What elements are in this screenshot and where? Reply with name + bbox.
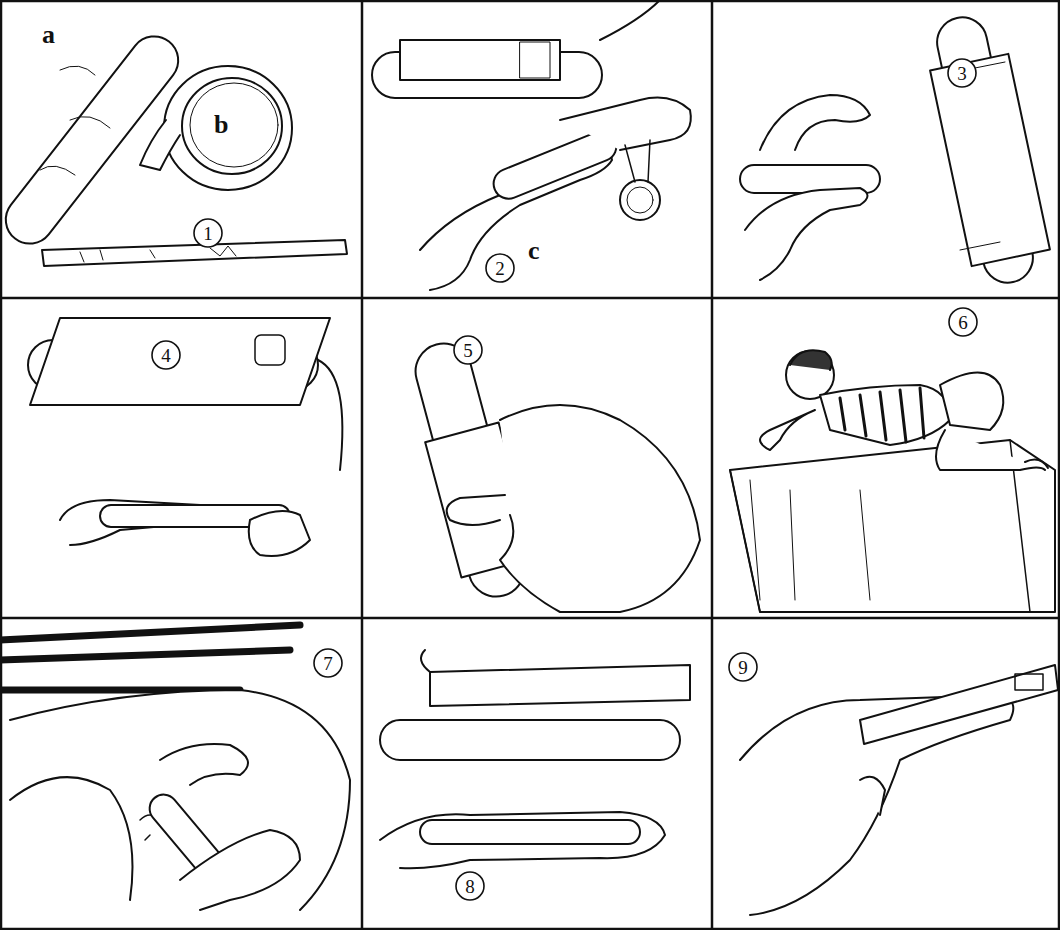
callout-number: 5 [463, 341, 473, 360]
callout-circle-shape [314, 649, 342, 677]
callout-circle: 6 [948, 307, 978, 337]
tape-strip [625, 140, 650, 182]
callout-circle-shape [948, 59, 976, 87]
hands [380, 812, 665, 868]
tape-tab [1015, 674, 1043, 690]
part-letter: a [42, 22, 55, 48]
grid-line [361, 0, 364, 930]
glass-slide [860, 665, 1058, 744]
glass-slide [30, 318, 330, 405]
buttock-left [10, 777, 133, 900]
child-torso [820, 385, 950, 445]
spreading-hand [160, 744, 248, 785]
child-hair [790, 350, 832, 370]
callout-number: 9 [738, 658, 748, 677]
shirt-stripes [840, 388, 924, 442]
buttock-right [10, 690, 350, 910]
tape-roll-core [627, 187, 653, 213]
part-letter: b [214, 112, 228, 138]
glass-slide [400, 40, 560, 80]
callout-circle: 1 [193, 218, 223, 248]
panel-9-slide-ready [740, 665, 1058, 915]
callout-circle-shape [194, 219, 222, 247]
tape-end [140, 120, 180, 170]
slide-marks [80, 246, 236, 262]
child-buttocks [940, 373, 1003, 431]
callout-circle: 7 [313, 648, 343, 678]
callout-circle-shape [454, 336, 482, 364]
callout-circle: 2 [485, 253, 515, 283]
callout-circle-shape [729, 653, 757, 681]
callout-circle-shape [152, 341, 180, 369]
panel-8-return-tape [380, 650, 690, 868]
tape-strip [318, 360, 342, 470]
panel-1-materials [0, 27, 347, 266]
tape-strip [600, 0, 660, 40]
right-hand [560, 98, 691, 150]
callout-number: 1 [203, 224, 213, 243]
upper-hand [760, 95, 870, 150]
holding-hand [500, 405, 700, 612]
callout-number: 7 [323, 654, 333, 673]
callout-circle: 4 [151, 340, 181, 370]
callout-circle-shape [486, 254, 514, 282]
thumb [447, 495, 505, 525]
grid-line [0, 297, 1060, 300]
shirt-stripes [0, 625, 300, 690]
table-shading [750, 480, 870, 600]
tape-edge [960, 62, 1005, 250]
tape-tab [255, 335, 285, 365]
glass-slide [430, 665, 690, 706]
panel-5-hold [409, 337, 700, 612]
right-hand [249, 511, 310, 556]
panel-2-attach-tape [372, 0, 691, 290]
grid-line [711, 0, 714, 930]
child-legs [936, 430, 1045, 470]
panel-3-fold-tape [740, 13, 1050, 287]
tongue-depressor [420, 820, 640, 844]
lower-hand [745, 188, 868, 280]
wood-grain [40, 66, 110, 175]
tape-roll [164, 66, 292, 190]
callout-number: 4 [161, 346, 171, 365]
tape-roll-core [182, 78, 282, 174]
callout-number: 3 [957, 64, 967, 83]
tape-tab [520, 42, 550, 78]
callout-number: 2 [495, 259, 505, 278]
callout-circle: 3 [947, 58, 977, 88]
callout-circle-shape [949, 308, 977, 336]
tape-roll [620, 180, 660, 220]
panel-4-tape-over-end [28, 318, 342, 556]
callout-number: 8 [465, 877, 475, 896]
tongue-depressor [0, 27, 188, 254]
panel-6-child-position [730, 350, 1055, 612]
child-hands [760, 410, 815, 450]
applying-hand [180, 830, 300, 910]
child-head [786, 351, 834, 399]
callout-circle: 9 [728, 652, 758, 682]
tongue-depressor [380, 720, 680, 760]
thumb [860, 777, 885, 815]
callout-circle: 5 [453, 335, 483, 365]
tape-roll-inner [190, 83, 278, 167]
callout-circle-shape [456, 872, 484, 900]
panel-7-apply [0, 625, 350, 910]
glass-slide [42, 240, 347, 266]
tape-strip [421, 650, 430, 672]
glass-slide [930, 54, 1050, 266]
grid-line [0, 617, 1060, 620]
callout-number: 6 [958, 313, 968, 332]
part-letter: c [528, 238, 540, 264]
callout-circle: 8 [455, 871, 485, 901]
child-feet [1025, 460, 1048, 468]
